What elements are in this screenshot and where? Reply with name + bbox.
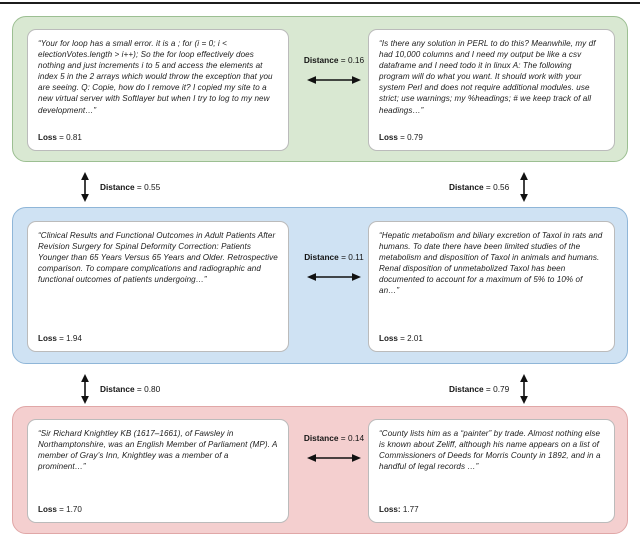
distance-value: 0.55 <box>144 182 161 192</box>
distance-value: 0.16 <box>347 55 365 65</box>
loss-separator: = <box>400 334 405 343</box>
distance-separator: = <box>136 384 142 394</box>
distance-label-text: Distance <box>304 252 339 262</box>
card-loss: Loss = 1.70 <box>38 505 82 514</box>
distance-value: 0.80 <box>144 384 161 394</box>
card-text: “Clinical Results and Functional Outcome… <box>38 231 278 285</box>
loss-separator: = <box>59 334 64 343</box>
loss-separator: = <box>400 133 405 142</box>
loss-label: Loss <box>38 505 57 514</box>
loss-separator: = <box>59 505 64 514</box>
distance-label-text: Distance <box>100 384 135 394</box>
cluster-panel-pink: “Sir Richard Knightley KB (1617–1661), o… <box>12 406 628 534</box>
inter-distance-green-blue-right: Distance = 0.56 <box>449 172 530 202</box>
card-loss: Loss = 1.94 <box>38 334 82 343</box>
distance-label: Distance = 0.79 <box>449 384 509 394</box>
loss-value: 1.70 <box>66 505 82 514</box>
loss-label: Loss <box>38 334 57 343</box>
loss-label: Loss <box>379 334 398 343</box>
distance-label-text: Distance <box>100 182 135 192</box>
distance-label: Distance = 0.55 <box>100 182 160 192</box>
card-text: “Your for loop has a small error. it is … <box>38 39 273 115</box>
distance-label-text: Distance <box>449 384 484 394</box>
double-arrow-horizontal-icon <box>307 454 361 462</box>
horizontal-arrow-wrap <box>295 271 373 283</box>
text-card-blue-left: “Clinical Results and Functional Outcome… <box>27 221 289 352</box>
distance-separator: = <box>485 384 491 394</box>
double-arrow-vertical-icon <box>81 172 89 202</box>
double-arrow-vertical-icon <box>520 374 529 404</box>
card-loss: Loss = 2.01 <box>379 334 423 343</box>
horizontal-arrow-wrap <box>295 452 373 464</box>
distance-label: Distance = 0.80 <box>100 384 160 394</box>
intra-distance-green: Distance = 0.16 <box>295 55 373 86</box>
distance-label: Distance = 0.14 <box>295 433 373 443</box>
loss-label: Loss <box>379 133 398 142</box>
distance-separator: = <box>485 182 491 192</box>
loss-value: 1.94 <box>66 334 82 343</box>
cluster-panel-blue: “Clinical Results and Functional Outcome… <box>12 207 628 364</box>
cluster-panel-green: “Your for loop has a small error. it is … <box>12 16 628 162</box>
loss-label: Loss <box>38 133 57 142</box>
loss-value: 0.79 <box>407 133 423 142</box>
distance-separator: = <box>340 433 346 443</box>
double-arrow-vertical-icon <box>520 172 529 202</box>
distance-label: Distance = 0.56 <box>449 182 509 192</box>
distance-value: 0.11 <box>348 252 364 262</box>
card-loss: Loss = 0.81 <box>38 133 82 142</box>
distance-separator: = <box>340 55 346 65</box>
text-card-pink-left: “Sir Richard Knightley KB (1617–1661), o… <box>27 419 289 523</box>
loss-value: 0.81 <box>66 133 82 142</box>
distance-label-text: Distance <box>449 182 484 192</box>
intra-distance-blue: Distance = 0.11 <box>295 252 373 283</box>
card-text: “Hepatic metabolism and biliary excretio… <box>379 231 603 296</box>
loss-value: 2.01 <box>407 334 423 343</box>
text-card-green-left: “Your for loop has a small error. it is … <box>27 29 289 151</box>
intra-distance-pink: Distance = 0.14 <box>295 433 373 464</box>
inter-distance-blue-pink-right: Distance = 0.79 <box>449 374 530 404</box>
inter-distance-green-blue-left: Distance = 0.55 <box>79 172 160 202</box>
distance-value: 0.79 <box>493 384 510 394</box>
distance-value: 0.14 <box>347 433 365 443</box>
distance-label: Distance = 0.16 <box>295 55 373 65</box>
card-text: “County lists him as a “painter” by trad… <box>379 429 601 472</box>
card-loss: Loss = 0.79 <box>379 133 423 142</box>
double-arrow-vertical-icon <box>81 374 89 404</box>
text-card-pink-right: “County lists him as a “painter” by trad… <box>368 419 615 523</box>
loss-separator: = <box>59 133 64 142</box>
card-loss: Loss: 1.77 <box>379 505 419 514</box>
distance-value: 0.56 <box>493 182 510 192</box>
distance-label-text: Distance <box>303 433 339 443</box>
double-arrow-horizontal-icon <box>307 273 361 281</box>
distance-label-text: Distance <box>303 55 339 65</box>
loss-label: Loss: <box>379 505 401 514</box>
loss-value: 1.77 <box>402 505 419 514</box>
text-card-blue-right: “Hepatic metabolism and biliary excretio… <box>368 221 615 352</box>
text-card-green-right: “Is there any solution in PERL to do thi… <box>368 29 615 151</box>
distance-label: Distance = 0.11 <box>295 252 373 262</box>
inter-distance-blue-pink-left: Distance = 0.80 <box>79 374 160 404</box>
card-text: “Sir Richard Knightley KB (1617–1661), o… <box>38 429 278 472</box>
distance-separator: = <box>136 182 142 192</box>
double-arrow-horizontal-icon <box>307 76 361 84</box>
distance-separator: = <box>341 252 346 262</box>
card-text: “Is there any solution in PERL to do thi… <box>379 39 596 115</box>
top-divider-rule <box>0 2 640 4</box>
horizontal-arrow-wrap <box>295 74 373 86</box>
